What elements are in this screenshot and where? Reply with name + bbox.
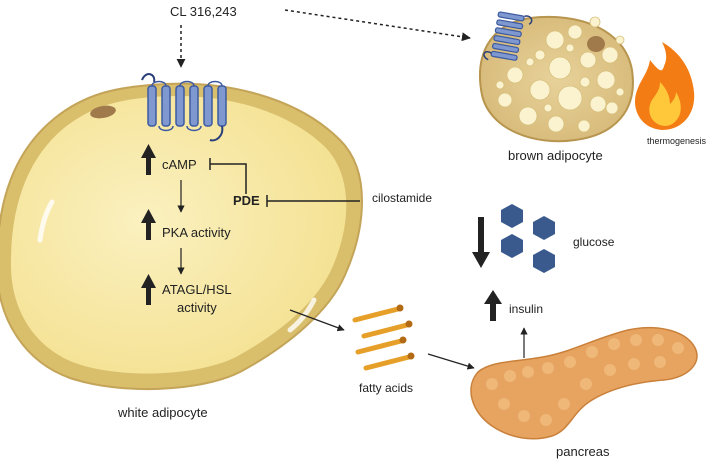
brown-adipocyte-cell: [479, 15, 634, 143]
white-adipocyte-lipid-droplet: [10, 95, 347, 374]
up-arrow-lipase: [141, 274, 156, 305]
flame-icon: [635, 42, 695, 130]
brown-adipocyte-label: brown adipocyte: [508, 148, 603, 163]
fatty-acid-heads: [396, 304, 415, 360]
white-adipocyte-label: white adipocyte: [117, 405, 208, 420]
pde-inhibition-of-camp: [210, 163, 247, 194]
up-arrow-insulin: [484, 290, 502, 321]
receptor-icon: [141, 73, 227, 142]
insulin-label: insulin: [509, 302, 543, 316]
glucose-label: glucose: [573, 235, 615, 249]
thermogenesis-label: thermogenesis: [647, 136, 707, 146]
arrow-lipolysis-to-fatty-acids: [289, 309, 345, 332]
dashed-arrow-to-brown-receptor: [284, 9, 471, 42]
up-arrow-camp: [141, 144, 156, 175]
arrow-fatty-acids-to-pancreas: [427, 353, 475, 370]
down-arrow-glucose: [472, 217, 490, 268]
pde-label: PDE: [233, 193, 260, 208]
highlight-streak: [287, 297, 317, 333]
camp-label: cAMP: [162, 157, 197, 172]
brown-adipocyte-nucleus: [587, 36, 605, 52]
brown-adipocyte-lipid-droplets: [495, 16, 625, 133]
receptor-icon: [483, 11, 533, 61]
pka-label: PKA activity: [162, 225, 231, 240]
pancreas-label: pancreas: [556, 444, 610, 459]
lipase-label-line2: activity: [177, 300, 217, 315]
fatty-acids-label: fatty acids: [359, 381, 413, 395]
up-arrow-pka: [141, 209, 156, 240]
fatty-acid-icon: [352, 306, 412, 371]
glucose-hexagon-icon: [501, 204, 555, 273]
white-adipocyte-nucleus: [90, 105, 116, 119]
cilostamide-label: cilostamide: [372, 191, 432, 205]
highlight-streak: [37, 199, 55, 243]
lipase-label-line1: ATAGL/HSL: [162, 282, 232, 297]
agonist-label: CL 316,243: [170, 4, 237, 19]
white-adipocyte-cell: [0, 82, 363, 391]
pancreas-icon: [470, 327, 698, 440]
